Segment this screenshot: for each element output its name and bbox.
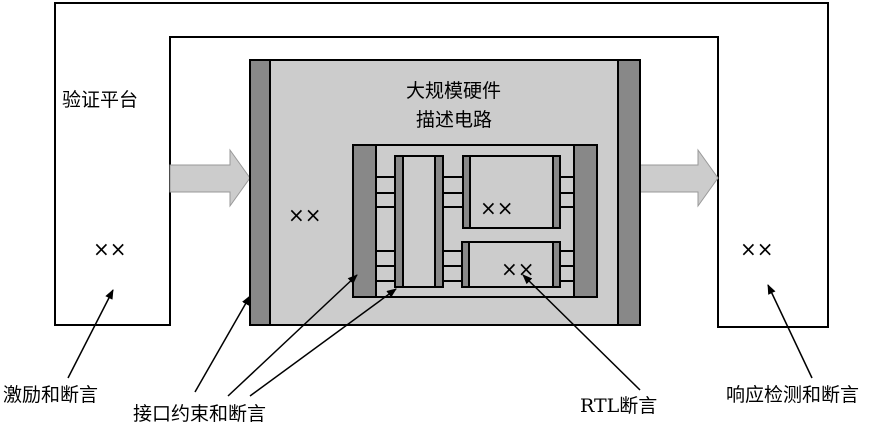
column-module-bar-right xyxy=(434,155,444,288)
top-submodule-bar-left xyxy=(462,155,471,229)
assertion-mark-response: ×× xyxy=(740,237,774,261)
interface-label: 接口约束和断言 xyxy=(133,403,266,425)
response-label: 响应检测和断言 xyxy=(726,384,859,406)
input-arrow xyxy=(169,148,251,208)
design-label-line2: 描述电路 xyxy=(416,109,492,131)
column-module-bar-left xyxy=(394,155,404,288)
inner-bar-left xyxy=(352,144,377,298)
pointer-arrow-interface-3 xyxy=(249,288,397,397)
assertion-mark-top-submodule: ×× xyxy=(480,196,514,220)
assertion-mark-bottom-submodule: ×× xyxy=(501,257,535,281)
pointer-arrow-interface-1 xyxy=(194,295,251,393)
pointer-arrow-response xyxy=(767,284,813,379)
pointer-arrow-stimulus xyxy=(67,289,114,379)
design-label-line1: 大规模硬件 xyxy=(406,80,501,102)
output-arrow xyxy=(639,148,719,208)
verification-platform-frame xyxy=(54,2,829,328)
connection-wires xyxy=(376,176,574,282)
pointer-arrow-interface-2 xyxy=(227,274,358,397)
interface-bar-right xyxy=(617,59,641,326)
top-submodule-bar-right xyxy=(552,155,561,229)
interface-bar-left xyxy=(249,59,271,326)
rtl-label: RTL断言 xyxy=(580,395,657,417)
platform-label: 验证平台 xyxy=(62,89,138,111)
bottom-submodule-bar-left xyxy=(461,241,470,288)
stimulus-label: 激励和断言 xyxy=(3,384,98,406)
assertion-mark-stimulus: ×× xyxy=(93,237,127,261)
pointer-arrow-rtl xyxy=(522,274,641,391)
inner-bar-right xyxy=(573,144,598,298)
assertion-mark-dut: ×× xyxy=(288,203,322,227)
bottom-submodule-bar-right xyxy=(552,241,561,288)
